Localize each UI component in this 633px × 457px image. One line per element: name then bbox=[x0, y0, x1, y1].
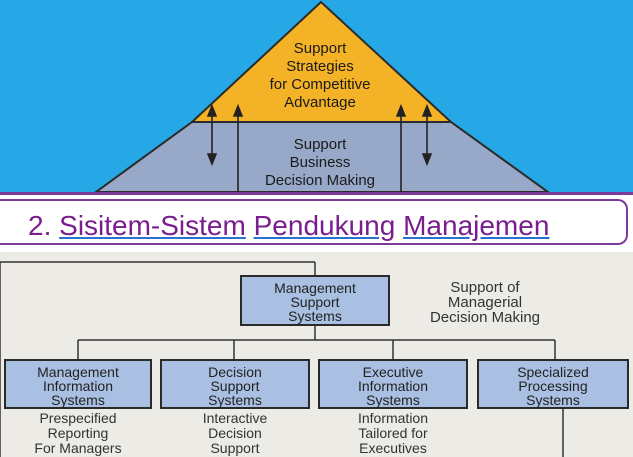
mis-caption: Prespecified Reporting For Managers bbox=[34, 410, 122, 456]
pyramid-apex-tier bbox=[189, 0, 454, 123]
title-frame: 2. Sisitem-Sistem Pendukung Manajemen bbox=[0, 199, 628, 245]
management-information-systems-box: Management Information Systems bbox=[4, 359, 152, 409]
decision-support-systems-box: Decision Support Systems bbox=[160, 359, 310, 409]
pyramid-apex-label: Support Strategies for Competitive Advan… bbox=[269, 40, 371, 111]
hierarchy-panel: Management Support Systems Support of Ma… bbox=[0, 252, 633, 457]
up-arrow-icon bbox=[232, 103, 244, 192]
eis-caption: Information Tailored for Executives bbox=[357, 410, 429, 456]
up-arrow-icon bbox=[395, 103, 407, 192]
pyramid-panel: Support Strategies for Competitive Advan… bbox=[0, 0, 633, 192]
section-title: 2. Sisitem-Sistem Pendukung Manajemen bbox=[28, 210, 550, 241]
pyramid-graphic bbox=[94, 0, 550, 192]
double-arrow-icon bbox=[206, 103, 218, 167]
executive-information-systems-box: Executive Information Systems bbox=[318, 359, 468, 409]
double-arrow-icon bbox=[421, 103, 433, 167]
hierarchy-connectors bbox=[0, 261, 564, 457]
title-band: 2. Sisitem-Sistem Pendukung Manajemen bbox=[0, 192, 633, 250]
management-support-systems-box: Management Support Systems bbox=[240, 275, 390, 326]
managerial-support-note: Support of Managerial Decision Making bbox=[429, 279, 541, 326]
dss-caption: Interactive Decision Support bbox=[202, 410, 268, 456]
pyramid-middle-label: Support Business Decision Making bbox=[264, 136, 376, 189]
specialized-processing-systems-box: Specialized Processing Systems bbox=[477, 359, 629, 409]
